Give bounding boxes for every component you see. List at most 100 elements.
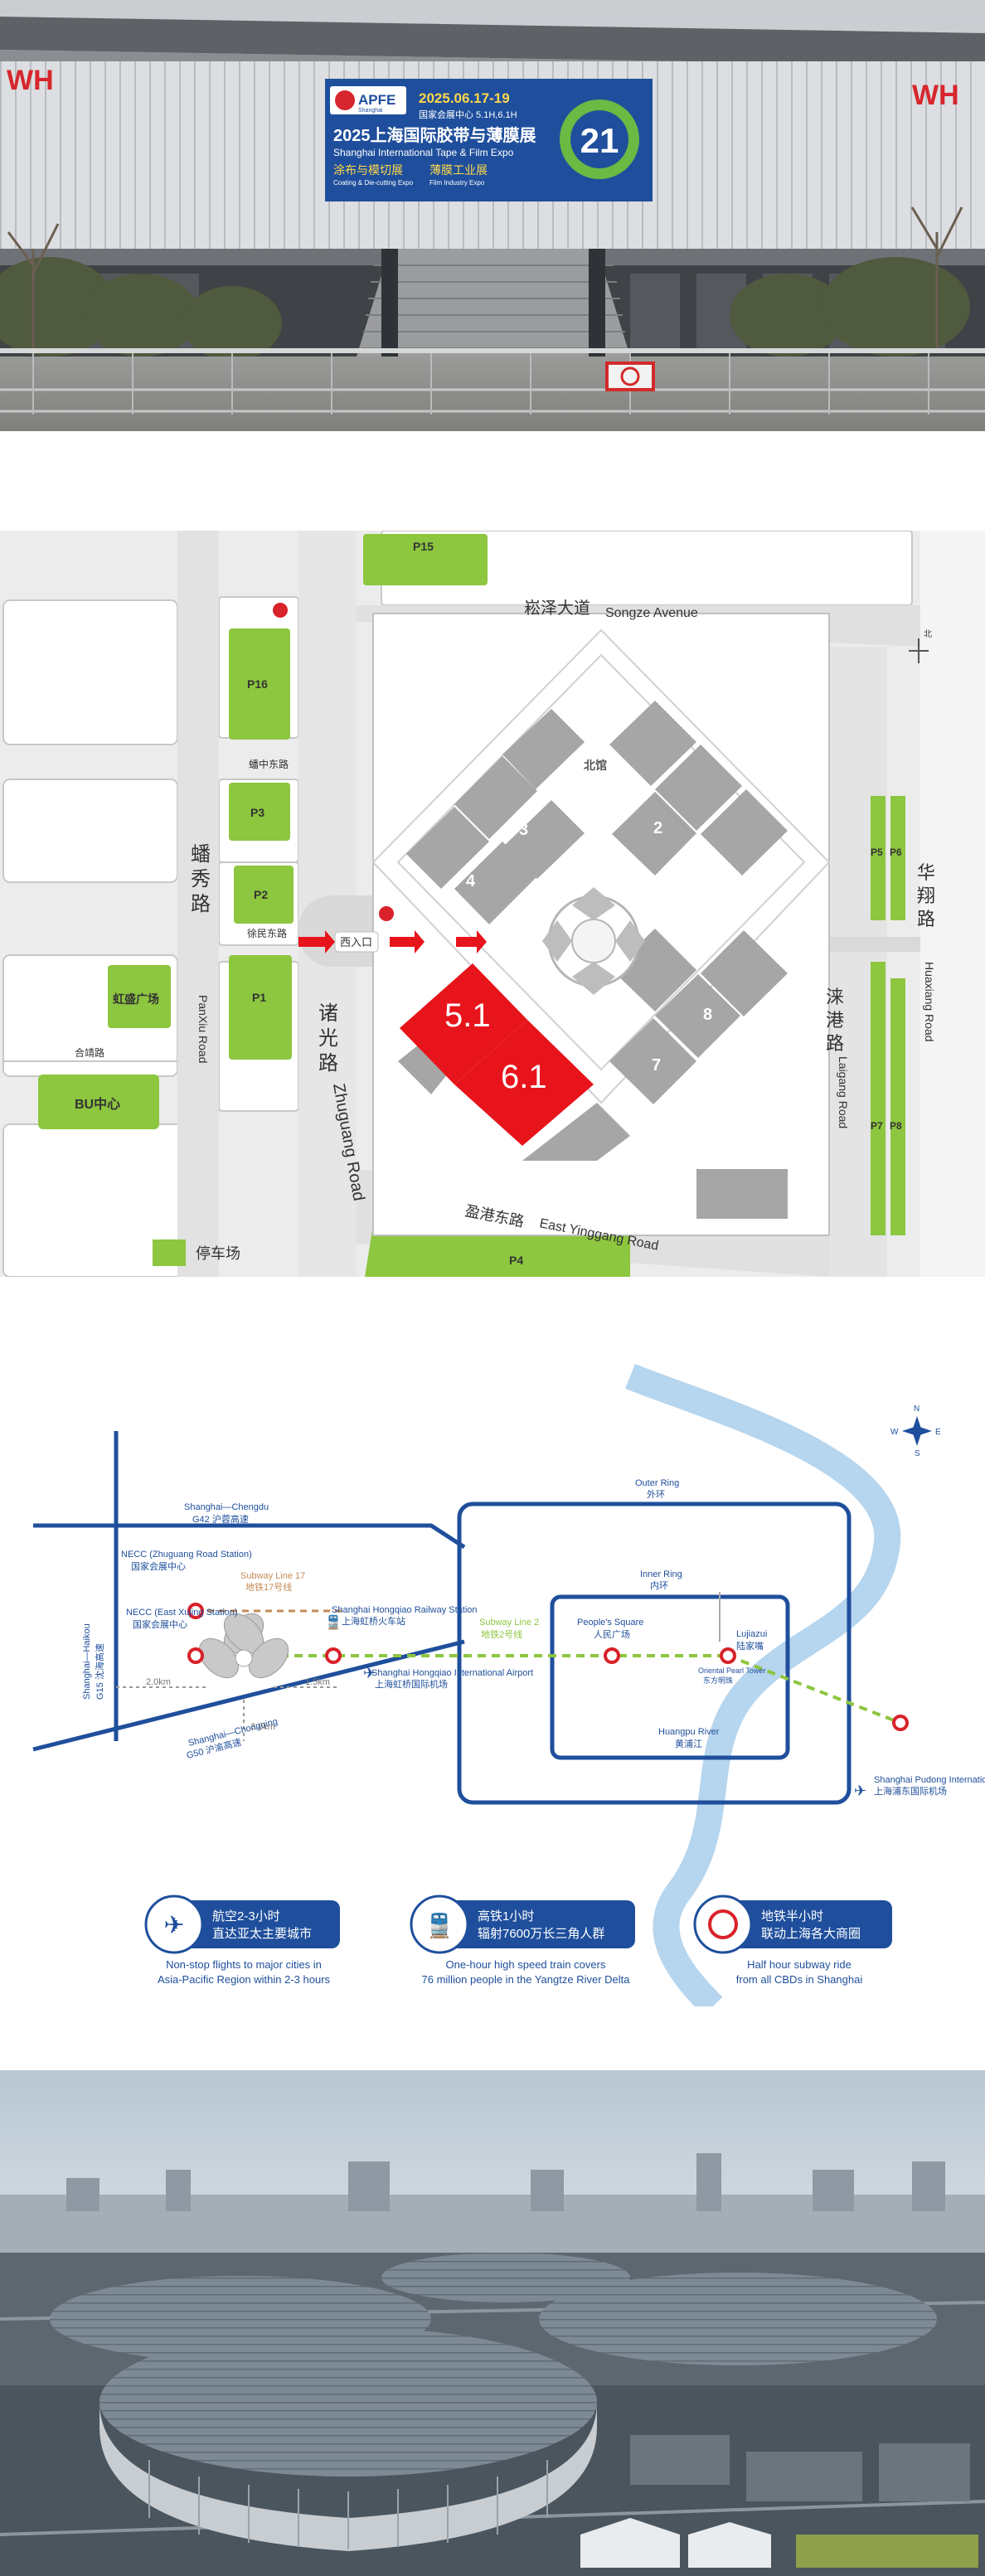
label-p8: P8: [890, 1120, 902, 1132]
entrance-arrow-2: [390, 930, 425, 953]
svg-text:路: 路: [191, 893, 211, 915]
inner-ring-en: Inner Ring: [640, 1569, 682, 1579]
road-hexi-label: 合靖路: [75, 1046, 104, 1059]
venue-map-section: P15 P16 P3 P2 P1 P4 P5 P6 P7 P8 虹盛广场 BU中…: [0, 531, 985, 1277]
peoples-sq-cn: 人民广场: [594, 1628, 630, 1640]
pudong-en: Shanghai Pudong International Airport: [874, 1775, 985, 1785]
station-pudong: [892, 1715, 909, 1731]
hall-1b: [612, 792, 696, 876]
banner-sub-right-en: Film Industry Expo: [429, 179, 485, 187]
hall-2b: [655, 745, 742, 831]
parking-p6: [890, 796, 905, 920]
road-songze-cn: 崧泽大道: [524, 599, 590, 618]
road-laigang-en: Laigang Road: [837, 1056, 850, 1128]
label-p3: P3: [250, 806, 264, 819]
wh-logo-right: WH: [912, 80, 959, 111]
parking-p1: [229, 955, 292, 1060]
hall-5-1[interactable]: [400, 963, 527, 1084]
necc-icon: [198, 1613, 289, 1679]
hall-7-number: 7: [652, 1056, 661, 1075]
huangpu-cn: 黄浦江: [675, 1738, 702, 1749]
train-icon-map: 🚆: [325, 1614, 342, 1630]
venue-map: P15 P16 P3 P2 P1 P4 P5 P6 P7 P8 虹盛广场 BU中…: [0, 531, 985, 1277]
airplane-icon-hongqiao: ✈: [363, 1665, 376, 1681]
hall-3-number: 3: [519, 821, 528, 839]
station-lujiazui: [720, 1647, 736, 1664]
hall-2-number: 2: [653, 819, 662, 837]
hall-8b: [701, 930, 788, 1016]
feature-metro-desc1: Half hour subway ride: [747, 1958, 852, 1971]
road-laigang-cn: 涞: [826, 987, 844, 1007]
parking-p15: [363, 534, 488, 585]
svg-text:秀: 秀: [191, 868, 211, 890]
hall-1-number: 1: [704, 867, 713, 885]
parking-p2: [234, 866, 294, 924]
road-songze-en: Songze Avenue: [605, 606, 698, 620]
outer-ring-cn: 外环: [647, 1489, 665, 1500]
label-p5: P5: [871, 847, 883, 858]
hall-6-1[interactable]: [454, 1020, 594, 1146]
hall-3a: [502, 709, 585, 789]
road-panxiu-en: PanXiu Road: [197, 995, 210, 1064]
road-hezhong-label: 蟠中东路: [249, 758, 289, 770]
line17-en: Subway Line 17: [240, 1571, 305, 1581]
exhibition-banner: APFE Shanghai 2025.06.17-19 国家会展中心 5.1H,…: [325, 79, 653, 201]
lujiazui-cn: 陆家嘴: [736, 1640, 764, 1652]
hall-3b: [454, 756, 537, 839]
feature-air: ✈ 航空2-3小时 直达亚太主要城市 Non-stop flights to m…: [144, 1894, 340, 1986]
metro-station-icon: [379, 906, 394, 921]
svg-text:N: N: [914, 1404, 919, 1414]
hall-8a: [612, 929, 696, 1011]
parking-p16: [229, 628, 290, 740]
feature-rail-desc2: 76 million people in the Yangtze River D…: [422, 1973, 631, 1986]
feature-air-title1: 航空2-3小时: [212, 1909, 280, 1924]
hall-7a: [655, 974, 740, 1058]
aerial-photo: [0, 2070, 985, 2576]
hall-4a: [504, 800, 585, 879]
g42-en: Shanghai—Chengdu: [184, 1502, 269, 1512]
necc-xujing-en: NECC (East Xujing Station): [126, 1608, 238, 1618]
road-huaxiang-en: Huaxiang Road: [923, 962, 936, 1042]
airplane-icon: ✈: [163, 1912, 184, 1939]
plaza-block: [108, 965, 171, 1028]
hall-2a: [609, 701, 696, 786]
hall-4c: [454, 842, 537, 924]
wh-logo-left: WH: [7, 65, 54, 96]
svg-text:W: W: [890, 1428, 899, 1437]
hall-5-1-label: 5.1: [444, 997, 491, 1034]
hall-7b: [609, 1018, 696, 1104]
banner-sub-left-en: Coating & Die-cutting Expo: [333, 179, 414, 187]
feature-air-desc2: Asia-Pacific Region within 2-3 hours: [158, 1973, 331, 1986]
line17-cn: 地铁17号线: [245, 1581, 292, 1593]
feature-metro-title1: 地铁半小时: [761, 1909, 823, 1924]
svg-text:路: 路: [318, 1052, 338, 1075]
entrance-arrow-1: [298, 930, 335, 953]
huangpu-en: Huangpu River: [658, 1727, 720, 1737]
svg-text:光: 光: [318, 1027, 338, 1050]
lujiazui-en: Lujiazui: [736, 1629, 767, 1639]
metro-station-icon-north: [273, 603, 288, 618]
legend-label: 停车场: [196, 1245, 240, 1262]
hongqiao-air-cn: 上海虹桥国际机场: [375, 1678, 448, 1690]
train-icon: 🚆: [425, 1912, 454, 1939]
hall-roof-back: [381, 2253, 630, 2302]
hall-6-1-label: 6.1: [501, 1059, 547, 1095]
west-entrance-label: 西入口: [340, 936, 372, 948]
parking-p8: [890, 978, 905, 1235]
entrance-arrow-3: [456, 930, 487, 953]
svg-text:路: 路: [917, 909, 935, 929]
feature-metro-desc2: from all CBDs in Shanghai: [736, 1973, 863, 1986]
hall-1a: [701, 789, 788, 876]
banner-venue: 国家会展中心 5.1H,6.1H: [419, 109, 517, 120]
venue-photo: WH WH APFE Shanghai 2025.06.17-19 国家会展中心…: [0, 0, 985, 431]
hongqiao-air-en: Shanghai Hongqiao International Airport: [371, 1668, 533, 1678]
legend-swatch: [153, 1239, 186, 1266]
hall-facade-front: [99, 2402, 597, 2551]
peoples-sq-en: People's Square: [577, 1618, 643, 1628]
pearl-cn: 东方明珠: [703, 1676, 733, 1685]
pudong-cn: 上海浦东国际机场: [874, 1785, 947, 1797]
banner-title-cn: 2025上海国际胶带与薄膜展: [333, 125, 536, 145]
road-zhuguang-cn: 诸: [318, 1002, 338, 1025]
label-p2: P2: [254, 888, 268, 901]
label-p16: P16: [247, 677, 268, 691]
